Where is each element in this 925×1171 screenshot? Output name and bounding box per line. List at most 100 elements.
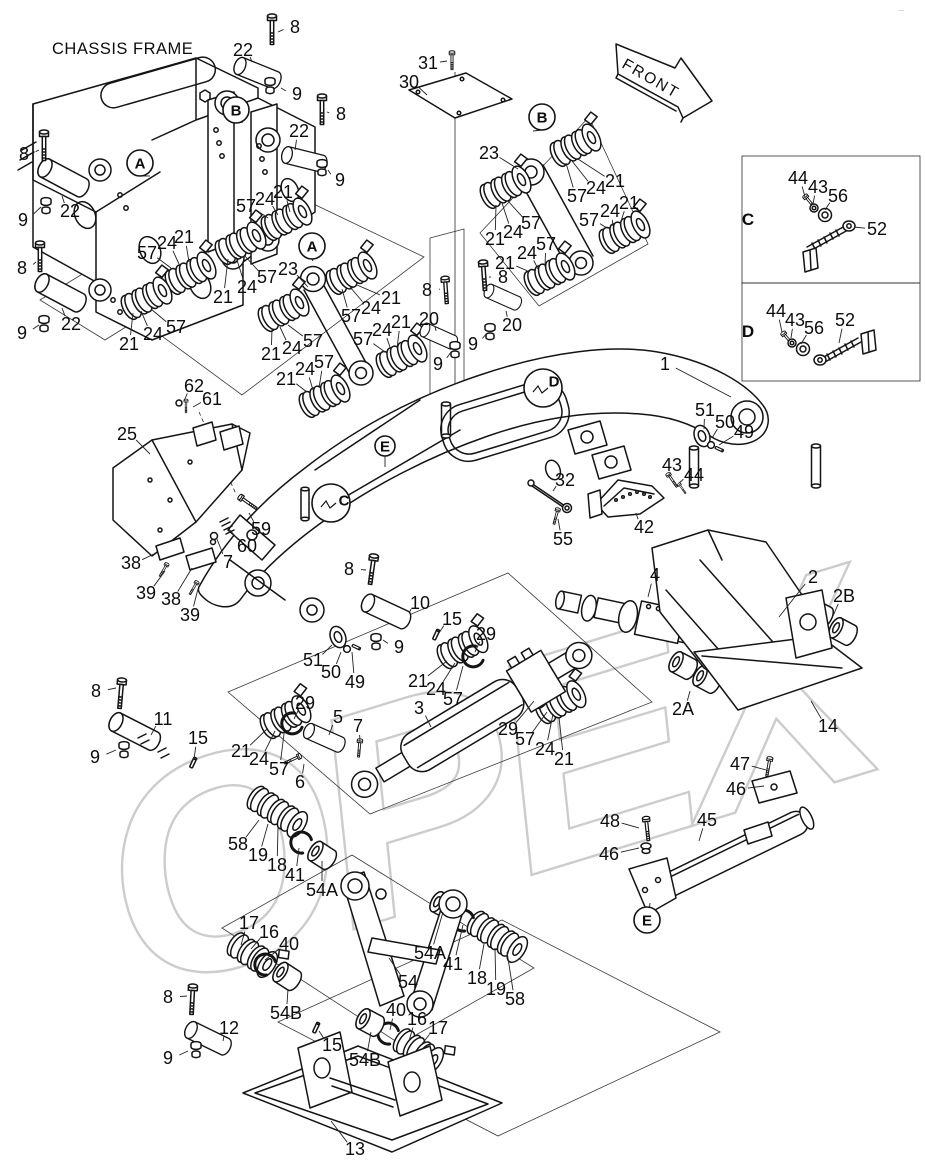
leader-line [318, 1030, 325, 1039]
part-number-label: 24 [372, 320, 392, 340]
leader-line [533, 260, 539, 270]
part-number-label: 21 [381, 288, 401, 308]
leader-line [32, 324, 40, 330]
leader-line [183, 393, 188, 402]
part-number-label: 9 [335, 170, 345, 190]
part-number-label: 24 [600, 201, 620, 221]
part-number-label: 24 [586, 178, 606, 198]
part-number-label: 2 [808, 567, 818, 587]
part-number-label: 9 [394, 637, 404, 657]
part-number-label: 40 [279, 934, 299, 954]
leader-line [302, 763, 305, 774]
part-number-label: 57 [257, 267, 277, 287]
part-number-label: 39 [180, 605, 200, 625]
leader-line [382, 639, 389, 644]
part-number-label: 29 [476, 624, 496, 644]
part-number-label: 44 [766, 301, 786, 321]
leader-line [778, 319, 783, 333]
leader-line [224, 258, 229, 289]
leader-line [216, 538, 224, 555]
leader-line [810, 700, 822, 719]
part-number-label: 57 [515, 729, 535, 749]
leader-line [35, 149, 40, 153]
part-number-label: 57 [353, 329, 373, 349]
detail-box-letter: C [742, 210, 754, 229]
leader-line [264, 730, 276, 752]
leader-line [418, 86, 428, 96]
part-number-label: 59 [251, 519, 271, 539]
detail-box-c [741, 155, 921, 284]
leader-line [599, 223, 608, 229]
leader-line [287, 324, 304, 337]
section-callout-circle [374, 435, 396, 457]
leader-line [389, 1018, 393, 1031]
part-number-label: 47 [730, 754, 750, 774]
leader-line [747, 785, 765, 789]
part-number-label: 60 [237, 536, 257, 556]
leader-line [635, 512, 639, 520]
leader-line [150, 725, 157, 736]
part-number-label: 24 [249, 749, 269, 769]
part-number-label: 6 [295, 772, 305, 792]
part-number-label: 24 [157, 233, 177, 253]
leader-line [853, 226, 866, 229]
part-number-label: 21 [605, 171, 625, 191]
leader-line [482, 332, 488, 339]
part-number-label: 32 [555, 470, 575, 490]
leader-line [611, 219, 614, 227]
section-callout-letter: A [135, 156, 146, 173]
section-callout-circle [298, 232, 326, 260]
leader-line [256, 209, 269, 219]
section-callout-letter: A [307, 239, 318, 256]
leader-line [130, 312, 134, 336]
leader-line [812, 195, 816, 205]
leader-line [711, 428, 718, 439]
leader-line [61, 307, 66, 317]
part-number-label: 46 [599, 844, 619, 864]
part-number-label: 22 [61, 314, 81, 334]
part-number-label: 24 [143, 324, 163, 344]
part-number-label: 57 [236, 196, 256, 216]
leader-line [356, 284, 380, 296]
leader-line [698, 828, 704, 842]
part-number-label: 15 [188, 728, 208, 748]
part-number-label: 20 [419, 309, 439, 329]
part-number-label: 12 [219, 1018, 239, 1038]
leader-line [718, 435, 734, 446]
part-number-label: 10 [410, 593, 430, 613]
leader-line [478, 943, 485, 970]
part-number-label: 8 [19, 144, 29, 164]
part-number-label: 21 [213, 287, 233, 307]
part-number-label: 3 [414, 698, 424, 718]
part-number-label: 57 [567, 186, 587, 206]
part-number-label: 29 [498, 719, 518, 739]
leader-line [832, 603, 839, 617]
leader-line [280, 733, 285, 761]
leader-line [367, 1031, 372, 1052]
part-number-label: 54 [398, 972, 418, 992]
section-callout-letter: B [231, 103, 242, 120]
leader-line [494, 947, 497, 981]
leader-line [330, 1120, 348, 1143]
part-number-label: 9 [292, 84, 302, 104]
leader-line [177, 567, 193, 592]
leader-line [408, 608, 412, 614]
leader-line [172, 250, 180, 265]
part-number-label: 24 [361, 298, 381, 318]
part-number-label: 4 [650, 565, 660, 585]
leader-line [499, 156, 519, 170]
leader-line [222, 1036, 225, 1042]
part-number-label: 21 [174, 227, 194, 247]
leader-line [790, 328, 793, 339]
leader-line [264, 948, 280, 961]
part-number-label: 9 [163, 1048, 173, 1068]
leader-line [322, 644, 333, 655]
part-number-label: 38 [161, 589, 181, 609]
leader-line [249, 57, 253, 63]
part-number-label: 7 [353, 716, 363, 736]
part-number-label: 9 [90, 747, 100, 767]
part-number-label: 57 [579, 210, 599, 230]
leader-line [179, 995, 188, 997]
h-link-54-drawing [340, 871, 468, 1018]
